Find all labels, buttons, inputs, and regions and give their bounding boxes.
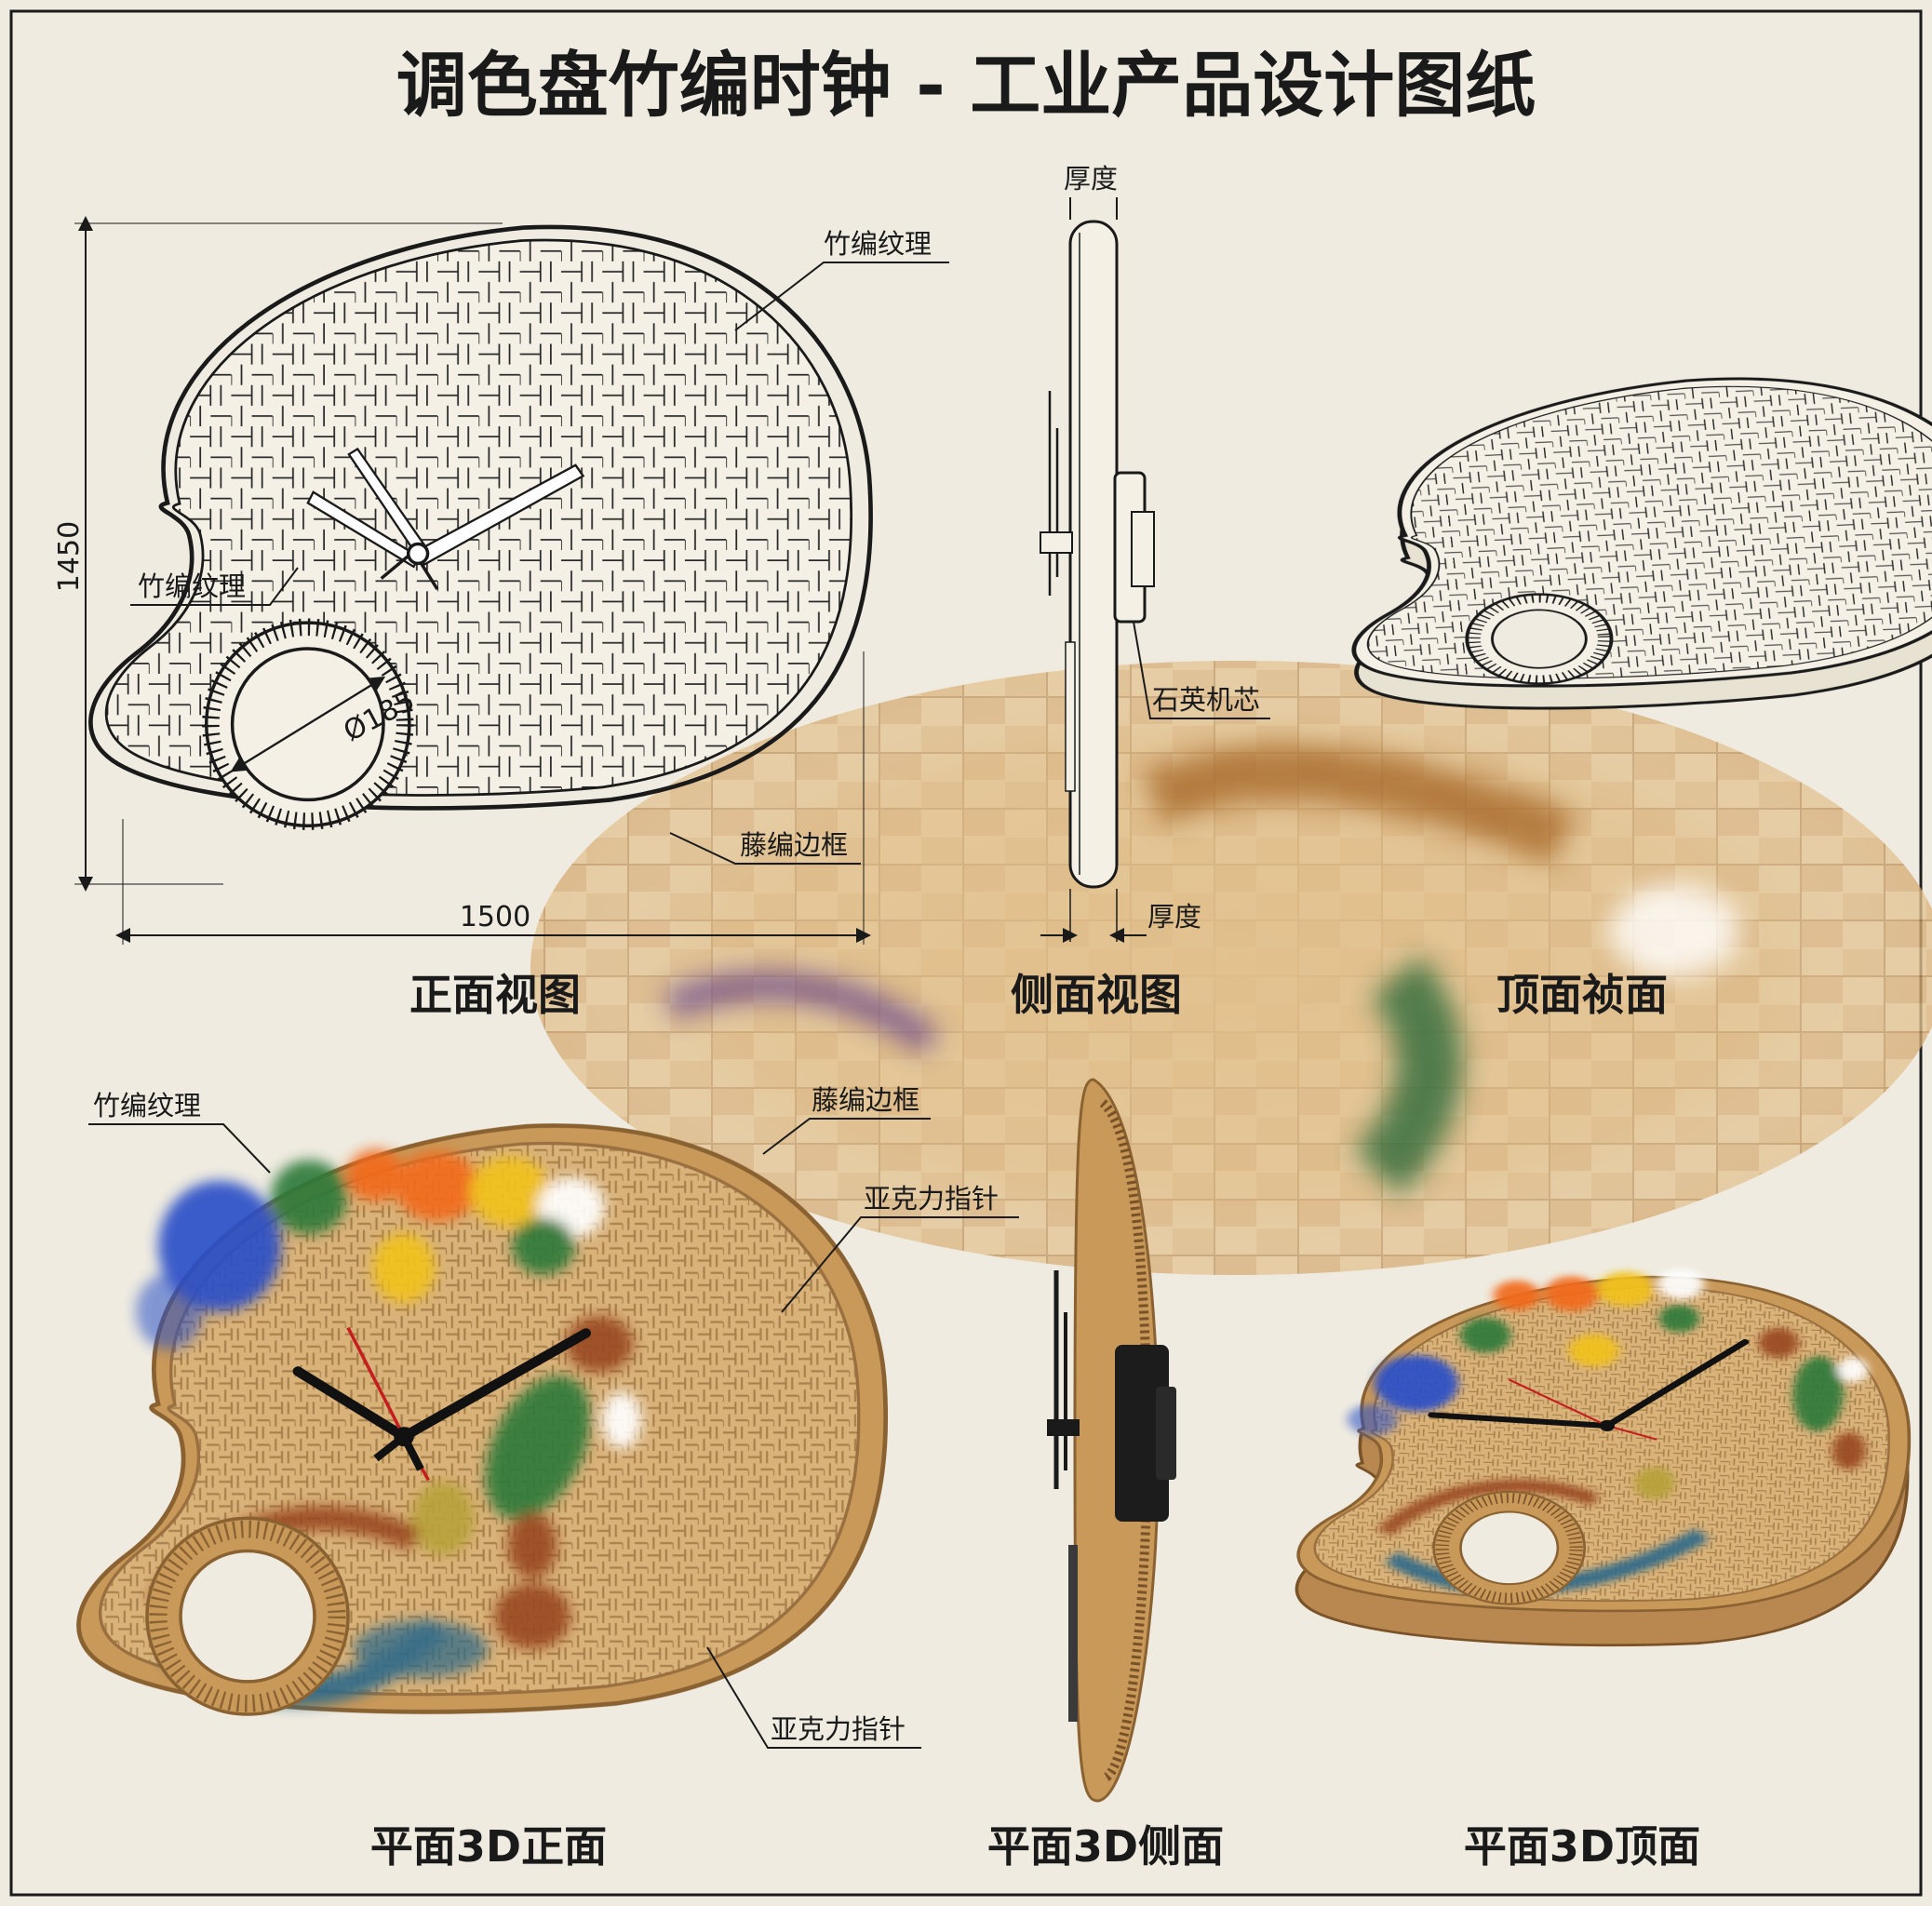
callout-bamboo-texture-top: 竹编纹理 <box>824 228 932 260</box>
callout-quartz-movement: 石英机芯 <box>1152 684 1260 716</box>
callout-bamboo-texture-left: 竹编纹理 <box>138 570 246 602</box>
caption-side-view: 侧面视图 <box>1011 970 1182 1020</box>
callout-acrylic-hands-top: 亚克力指针 <box>864 1183 999 1215</box>
callout-rattan-frame-3d: 藤编边框 <box>812 1084 919 1116</box>
top-3d-view: 平面3D顶面 <box>1293 1266 1919 1872</box>
caption-side-3d: 平面3D侧面 <box>987 1821 1224 1872</box>
thumb-hole <box>202 618 414 830</box>
front-3d-view: 竹编纹理 藤编边框 亚克力指针 亚克力指针 平面3D正面 <box>79 1084 1019 1872</box>
acrylic-hands <box>292 1326 592 1482</box>
clock-hands-icon <box>306 447 585 591</box>
quartz-movement-3d <box>1115 1345 1176 1522</box>
quartz-movement-icon <box>1113 471 1155 624</box>
drawing-title: 调色盘竹编时钟 - 工业产品设计图纸 <box>396 44 1536 127</box>
top-view: 顶面祯面 <box>1325 368 1932 1020</box>
side-view: 厚度 石英机芯 厚度 侧面视图 <box>1011 163 1270 1020</box>
width-dimension: 1500 <box>460 901 530 933</box>
caption-front-3d: 平面3D正面 <box>370 1821 607 1872</box>
acrylic-hands-top-3d <box>1428 1338 1750 1441</box>
callout-bamboo-texture-3d: 竹编纹理 <box>93 1090 201 1121</box>
side-3d-view: 平面3D侧面 <box>987 1078 1224 1872</box>
callout-acrylic-hands-bottom: 亚克力指针 <box>771 1713 906 1745</box>
caption-top-view: 顶面祯面 <box>1496 970 1668 1020</box>
caption-front-view: 正面视图 <box>409 970 581 1020</box>
thickness-label-bottom: 厚度 <box>1147 901 1201 933</box>
paint-splotches <box>136 1148 642 1706</box>
height-dimension: 1450 <box>53 521 86 592</box>
front-view: Ø185 1450 1500 竹编纹理 竹编纹理 藤编边框 正面视图 <box>53 216 949 1020</box>
caption-top-3d: 平面3D顶面 <box>1464 1821 1700 1872</box>
thickness-label-top: 厚度 <box>1064 163 1118 195</box>
callout-rattan-frame: 藤编边框 <box>740 829 848 861</box>
